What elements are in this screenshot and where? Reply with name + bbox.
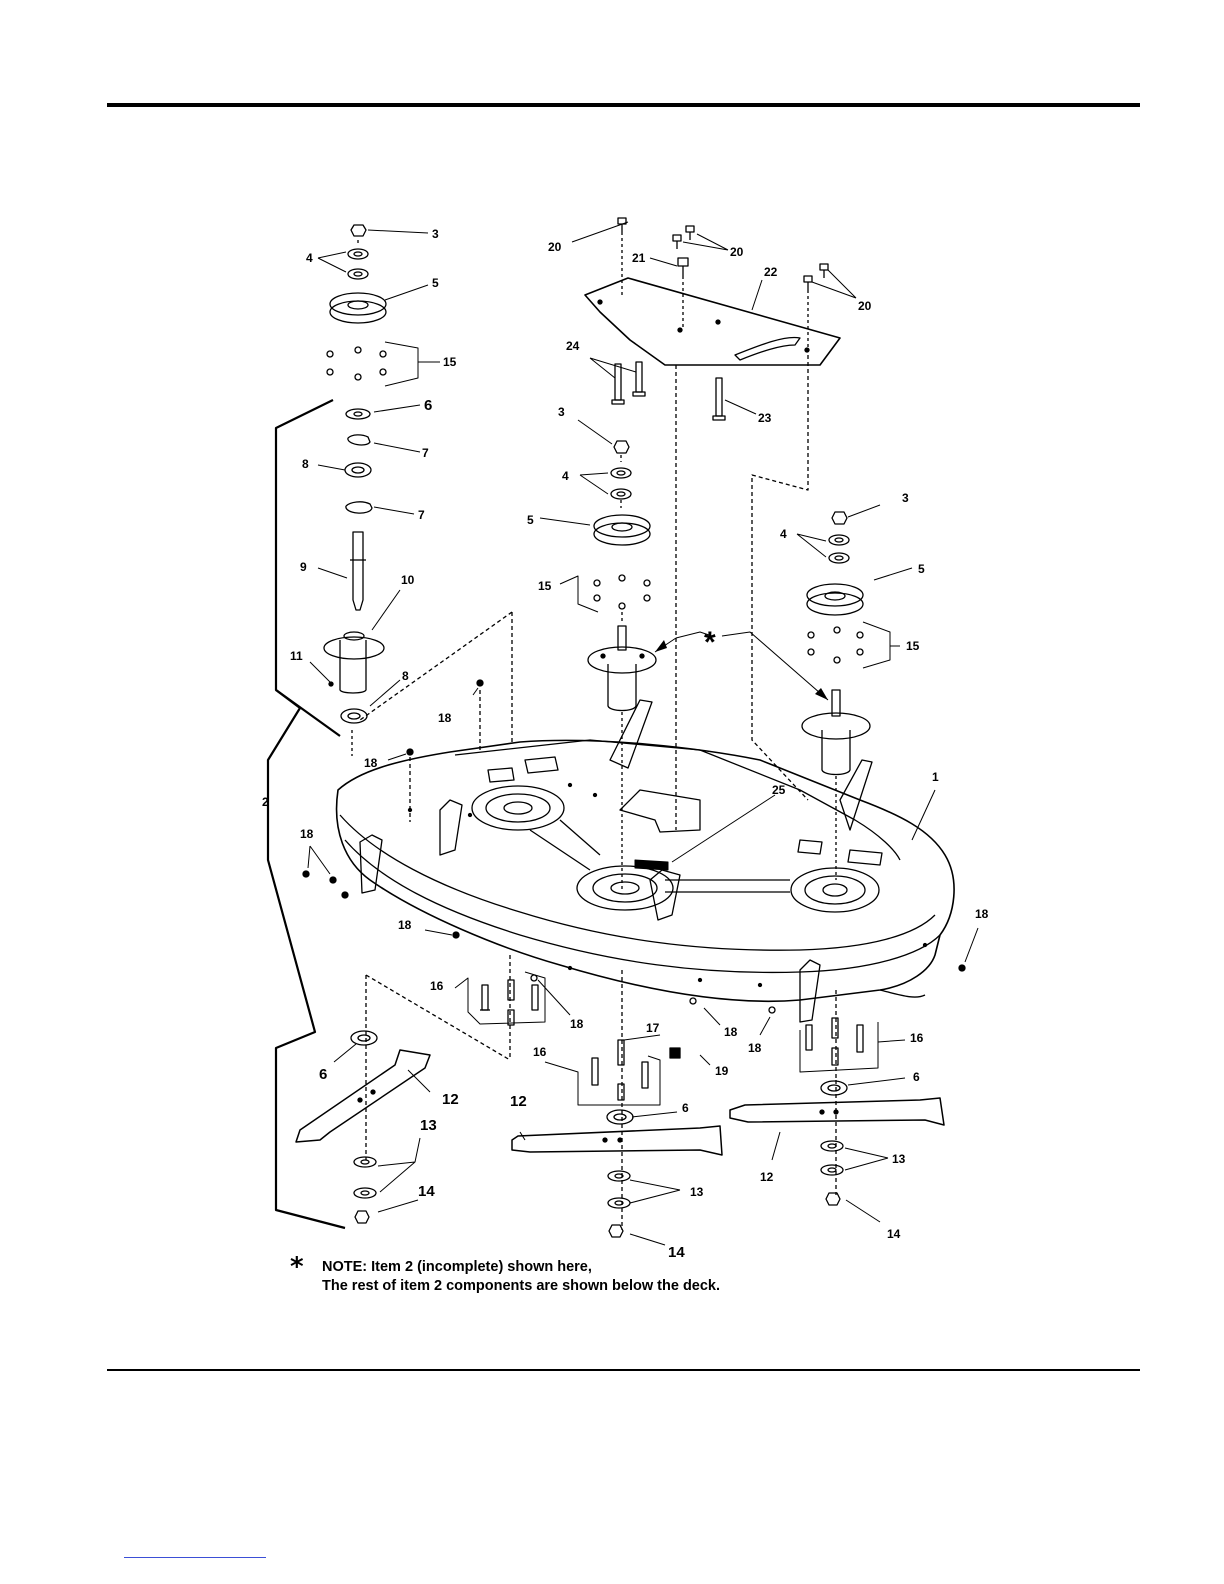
label-10: 10 bbox=[401, 573, 415, 587]
label-7: 7 bbox=[418, 508, 425, 522]
label-16: 16 bbox=[430, 979, 444, 993]
label-19: 19 bbox=[715, 1064, 729, 1078]
label-15: 15 bbox=[906, 639, 920, 653]
label-4: 4 bbox=[780, 527, 787, 541]
label-3: 3 bbox=[432, 227, 439, 241]
label-12: 12 bbox=[510, 1093, 527, 1110]
label-20: 20 bbox=[858, 299, 872, 313]
label-20: 20 bbox=[548, 240, 562, 254]
label-17: 17 bbox=[646, 1021, 660, 1035]
label-3: 3 bbox=[902, 491, 909, 505]
label-5: 5 bbox=[918, 562, 925, 576]
label-15: 15 bbox=[443, 355, 457, 369]
label-18: 18 bbox=[364, 756, 378, 770]
label-23: 23 bbox=[758, 411, 772, 425]
label-2: 2 bbox=[262, 795, 269, 809]
belt-cover-plate bbox=[585, 278, 840, 365]
label-18: 18 bbox=[748, 1041, 762, 1055]
label-16: 16 bbox=[910, 1031, 924, 1045]
label-16: 16 bbox=[533, 1045, 547, 1059]
label-22: 22 bbox=[764, 265, 778, 279]
label-24: 24 bbox=[566, 339, 580, 353]
label-8: 8 bbox=[302, 457, 309, 471]
assembly-guide-lines bbox=[360, 355, 836, 1230]
label-14: 14 bbox=[418, 1183, 435, 1200]
label-6: 6 bbox=[319, 1066, 327, 1083]
label-11: 11 bbox=[290, 649, 303, 663]
part-number-labels: 1 2 3 3 3 4 4 4 5 5 5 6 6 6 6 7 7 8 8 9 … bbox=[262, 227, 989, 1261]
note-asterisk: * bbox=[290, 1252, 304, 1282]
label-9: 9 bbox=[300, 560, 307, 574]
label-6: 6 bbox=[424, 397, 432, 414]
label-25: 25 bbox=[772, 783, 786, 797]
label-13: 13 bbox=[892, 1152, 906, 1166]
label-5: 5 bbox=[527, 513, 534, 527]
label-1: 1 bbox=[932, 770, 939, 784]
label-12: 12 bbox=[442, 1091, 459, 1108]
item-2-bracket bbox=[268, 400, 345, 1228]
diagram-note: NOTE: Item 2 (incomplete) shown here, Th… bbox=[322, 1258, 720, 1296]
label-13: 13 bbox=[690, 1185, 704, 1199]
center-spindle-stack bbox=[588, 441, 656, 890]
label-18: 18 bbox=[570, 1017, 584, 1031]
under-deck-hardware bbox=[303, 680, 965, 1237]
label-20: 20 bbox=[730, 245, 744, 259]
footer-link-underline[interactable] bbox=[124, 1557, 266, 1558]
label-18: 18 bbox=[438, 711, 452, 725]
label-5: 5 bbox=[432, 276, 439, 290]
mower-blades bbox=[296, 1050, 944, 1155]
note-line-2: The rest of item 2 components are shown … bbox=[322, 1277, 720, 1296]
label-4: 4 bbox=[306, 251, 313, 265]
label-7: 7 bbox=[422, 446, 429, 460]
label-14: 14 bbox=[887, 1227, 901, 1241]
label-13: 13 bbox=[420, 1117, 437, 1134]
label-15: 15 bbox=[538, 579, 552, 593]
label-18: 18 bbox=[398, 918, 412, 932]
mower-deck-housing bbox=[337, 700, 955, 1022]
left-spindle-stack bbox=[324, 225, 386, 756]
label-3: 3 bbox=[558, 405, 565, 419]
label-12: 12 bbox=[760, 1170, 774, 1184]
footer-rule bbox=[107, 1369, 1140, 1371]
label-21: 21 bbox=[632, 251, 646, 265]
right-spindle-stack bbox=[802, 512, 870, 880]
label-18: 18 bbox=[724, 1025, 738, 1039]
note-line-1: NOTE: Item 2 (incomplete) shown here, bbox=[322, 1258, 720, 1277]
label-6: 6 bbox=[913, 1070, 920, 1084]
label-18: 18 bbox=[300, 827, 314, 841]
label-8: 8 bbox=[402, 669, 409, 683]
star-callout: * bbox=[704, 626, 716, 659]
leader-lines bbox=[308, 222, 978, 1245]
label-4: 4 bbox=[562, 469, 569, 483]
label-18: 18 bbox=[975, 907, 989, 921]
label-6: 6 bbox=[682, 1101, 689, 1115]
